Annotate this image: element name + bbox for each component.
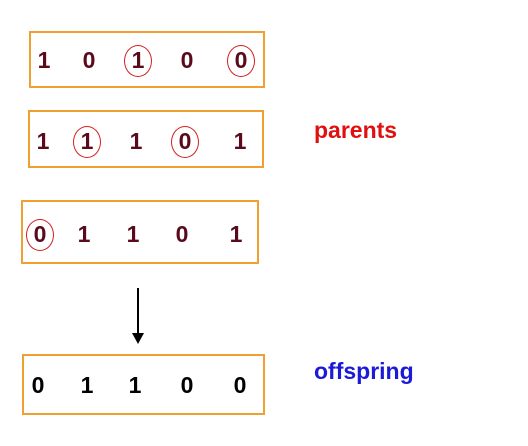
- offspring-bit-4: 0: [180, 372, 194, 398]
- parents-label: parents: [314, 117, 398, 143]
- parent-3-chromosome: [21, 200, 259, 264]
- offspring-bit-2: 1: [80, 372, 94, 398]
- parent-3-bit-2: 1: [77, 221, 91, 247]
- parent-2-bit-2: 1: [69, 125, 105, 158]
- arrow-line: [137, 288, 139, 336]
- offspring-chromosome: [22, 354, 265, 415]
- parent-1-bit-3: 1: [120, 44, 156, 77]
- parent-2-bit-1: 1: [36, 128, 50, 154]
- parent-1-bit-1: 1: [37, 47, 51, 73]
- parent-2-bit-4: 0: [167, 125, 203, 158]
- arrow-down-icon: [132, 333, 144, 344]
- parent-2-bit-3: 1: [129, 128, 143, 154]
- parent-1-bit-4: 0: [180, 47, 194, 73]
- parent-3-bit-4: 0: [175, 221, 189, 247]
- offspring-bit-5: 0: [233, 372, 247, 398]
- parent-3-bit-3: 1: [126, 221, 140, 247]
- parent-2-chromosome: [28, 110, 264, 168]
- parent-1-chromosome: [29, 31, 265, 88]
- parent-3-bit-1: 0: [22, 218, 58, 251]
- offspring-bit-1: 0: [31, 372, 45, 398]
- parent-3-bit-5: 1: [229, 221, 243, 247]
- offspring-bit-3: 1: [128, 372, 142, 398]
- offspring-label: offspring: [314, 358, 414, 384]
- parent-1-bit-5: 0: [223, 44, 259, 77]
- parent-2-bit-5: 1: [233, 128, 247, 154]
- parent-1-bit-2: 0: [82, 47, 96, 73]
